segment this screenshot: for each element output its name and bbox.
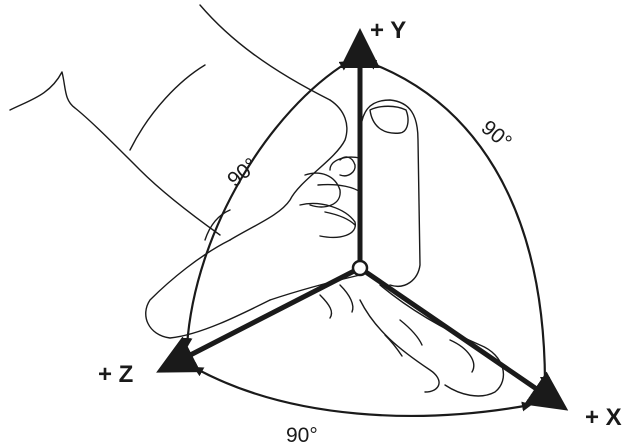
x-axis-label: + X — [585, 404, 622, 431]
x-axis — [358, 265, 569, 411]
arc-yz — [182, 60, 350, 348]
z-axis — [156, 265, 362, 373]
arc-zx — [193, 367, 532, 417]
hand-illustration — [9, 4, 505, 397]
arc-yx — [366, 60, 550, 387]
angle-label-zx: 90° — [286, 424, 318, 447]
axes — [156, 28, 569, 411]
z-axis-label: + Z — [98, 361, 133, 388]
origin-point — [351, 259, 369, 277]
angle-label-yz: 90° — [223, 154, 262, 192]
angle-arcs — [182, 60, 550, 417]
y-axis-label: + Y — [370, 17, 406, 44]
